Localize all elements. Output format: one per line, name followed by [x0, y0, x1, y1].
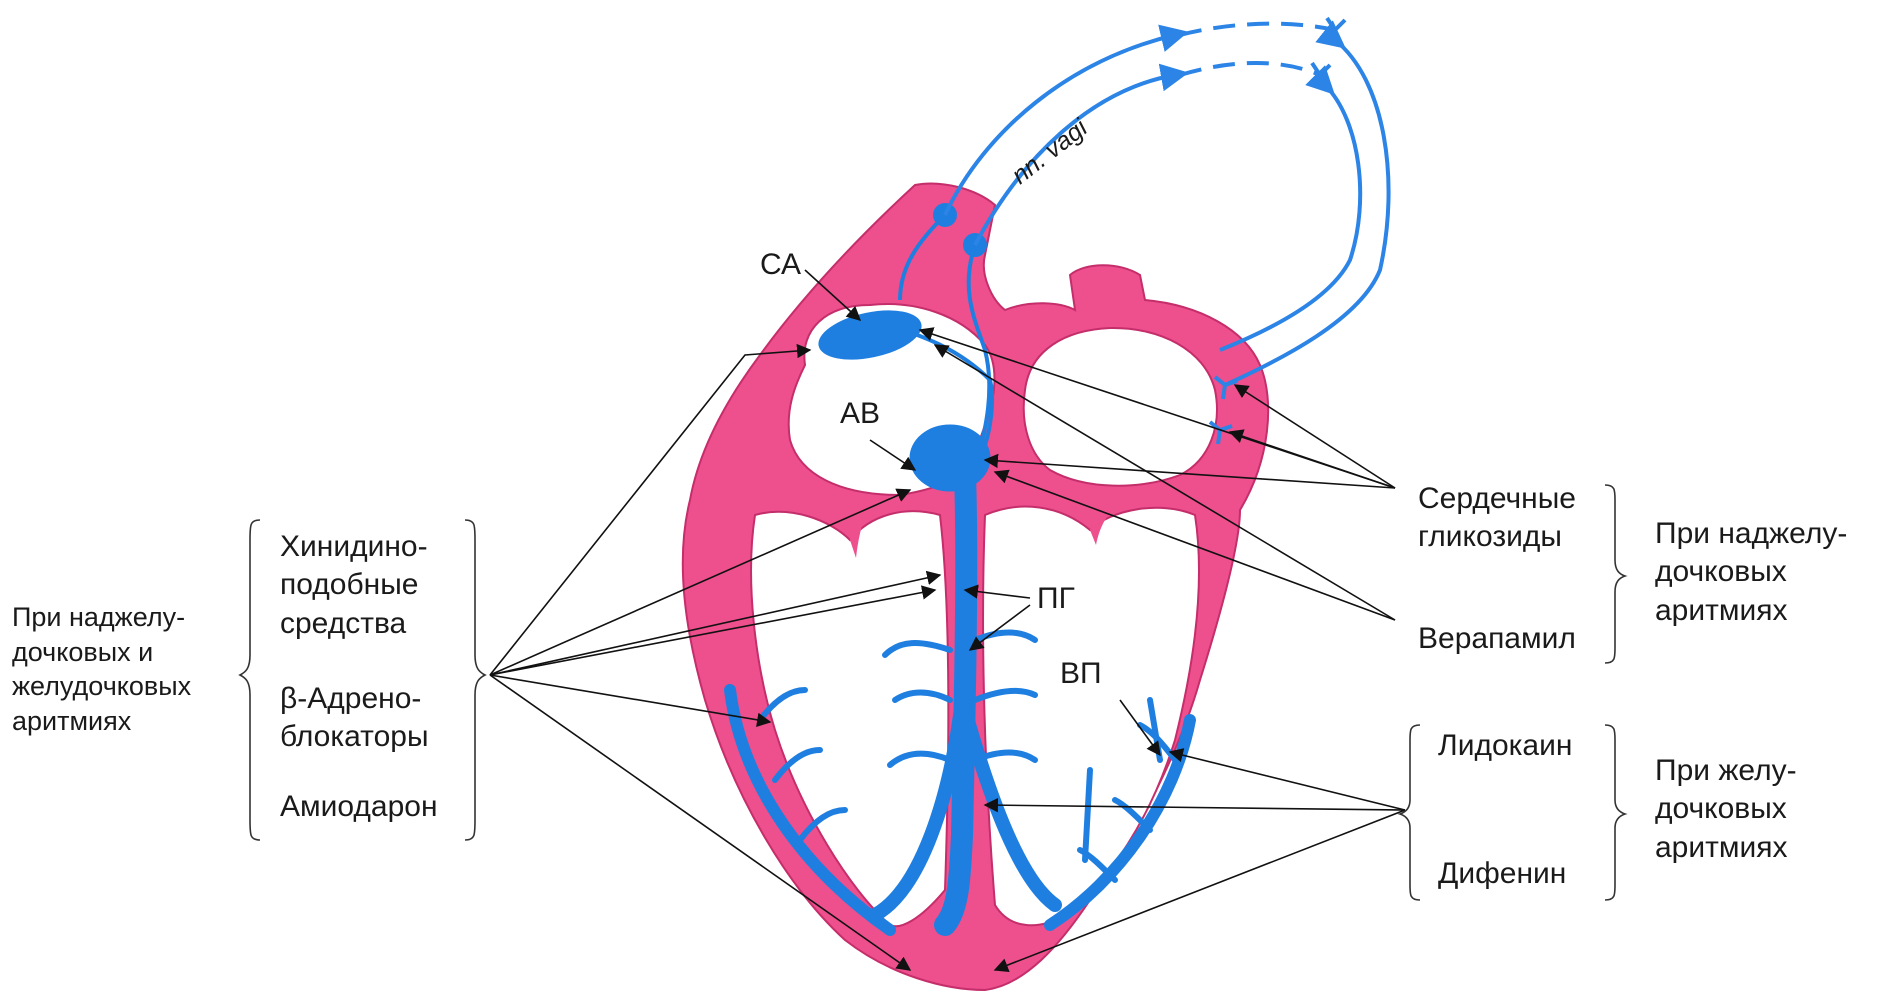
arrow-lid-purk	[1170, 752, 1405, 810]
his-label: ПГ	[1037, 580, 1075, 618]
vagus-efferent-2	[975, 75, 1175, 245]
brace-bottom-left	[1400, 725, 1420, 900]
vagus-afferent-2	[1220, 85, 1360, 350]
right-top-condition: При наджелу- дочковых аритмиях	[1655, 515, 1847, 630]
av-label: АВ	[840, 395, 880, 433]
drug-quinidine-like: Хинидино- подобные средства	[280, 528, 428, 643]
drug-beta-blockers: β-Адрено- блокаторы	[280, 680, 429, 757]
brace-left-drugs	[240, 520, 260, 840]
left-atrium-cavity	[1024, 328, 1217, 486]
brace-bottom-right	[1605, 725, 1625, 900]
vagus-afferent-1	[1225, 40, 1389, 385]
vagus-dashed-1	[1180, 24, 1335, 35]
vagus-label: nn. vagi	[1006, 113, 1093, 190]
drug-verapamil: Верапамил	[1418, 620, 1576, 658]
drug-amiodarone: Амиодарон	[280, 788, 438, 826]
drug-phenytoin: Дифенин	[1438, 855, 1566, 893]
av-node	[910, 425, 990, 491]
right-bottom-condition: При желу- дочковых аритмиях	[1655, 752, 1797, 867]
vagus-dashed-2	[1180, 63, 1320, 75]
purkinje-label: ВП	[1060, 655, 1102, 693]
drug-lidocaine: Лидокаин	[1438, 727, 1572, 765]
left-condition: При наджелу- дочковых и желудочковых ари…	[12, 600, 191, 738]
brace-top-right	[1605, 485, 1625, 663]
sa-label: СА	[760, 246, 801, 284]
drug-cardiac-glycosides: Сердечные гликозиды	[1418, 480, 1576, 557]
brace-left-drugs-r	[465, 520, 485, 840]
